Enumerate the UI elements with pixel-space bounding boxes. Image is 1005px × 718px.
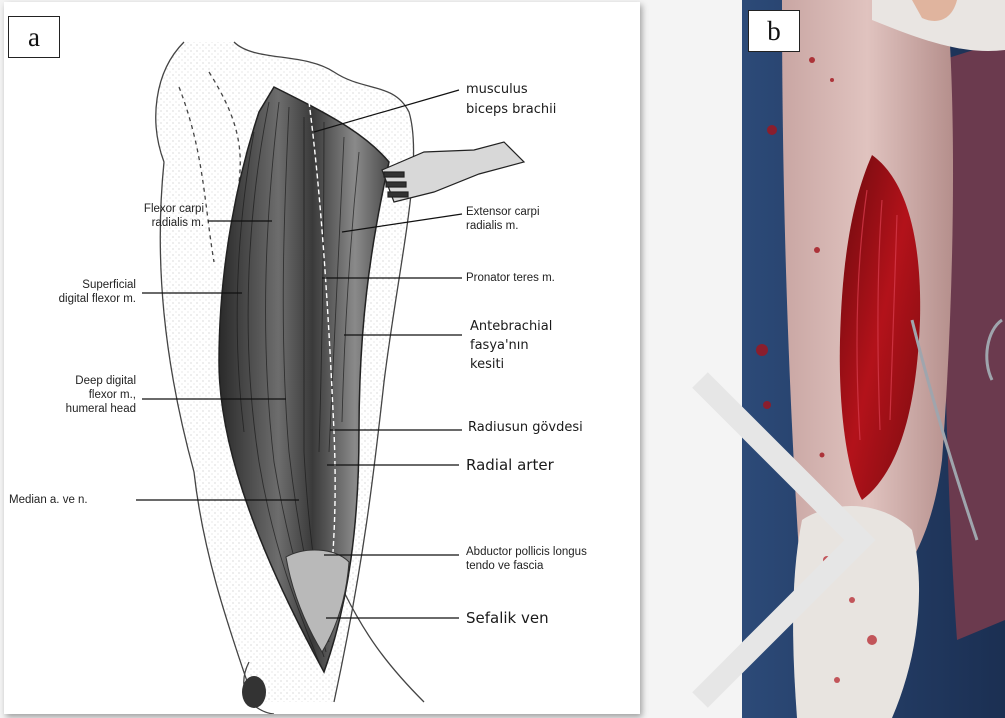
paw-pad bbox=[242, 676, 266, 708]
label-abductor-pollicis-longus: Abductor pollicis longus tendo ve fascia bbox=[466, 545, 587, 573]
label-flexor-carpi-radialis: Flexor carpi radialis m. bbox=[74, 202, 204, 230]
label-cephalic-vein: Sefalik ven bbox=[466, 608, 549, 628]
label-extensor-carpi-radialis: Extensor carpi radialis m. bbox=[466, 205, 540, 233]
label-median-artery-nerve: Median a. ve n. bbox=[9, 493, 88, 507]
anatomy-illustration-panel: a bbox=[4, 2, 640, 714]
label-deep-digital-flexor: Deep digital flexor m., humeral head bbox=[4, 374, 136, 416]
label-radial-artery: Radial arter bbox=[466, 455, 554, 475]
panel-letter-a: a bbox=[8, 16, 60, 58]
label-superficial-digital-flexor: Superficial digital flexor m. bbox=[4, 278, 136, 306]
gauze-bandage bbox=[793, 506, 919, 718]
surgical-photo bbox=[742, 0, 1005, 718]
label-radius-body: Radiusun gövdesi bbox=[468, 418, 583, 438]
surgical-photo-panel: b bbox=[742, 0, 1005, 718]
panel-letter-b: b bbox=[748, 10, 800, 52]
label-antebrachial-fascia: Antebrachial fasya'nın kesiti bbox=[470, 317, 552, 374]
label-biceps-brachii: musculus biceps brachii bbox=[466, 80, 556, 120]
label-pronator-teres: Pronator teres m. bbox=[466, 271, 555, 285]
